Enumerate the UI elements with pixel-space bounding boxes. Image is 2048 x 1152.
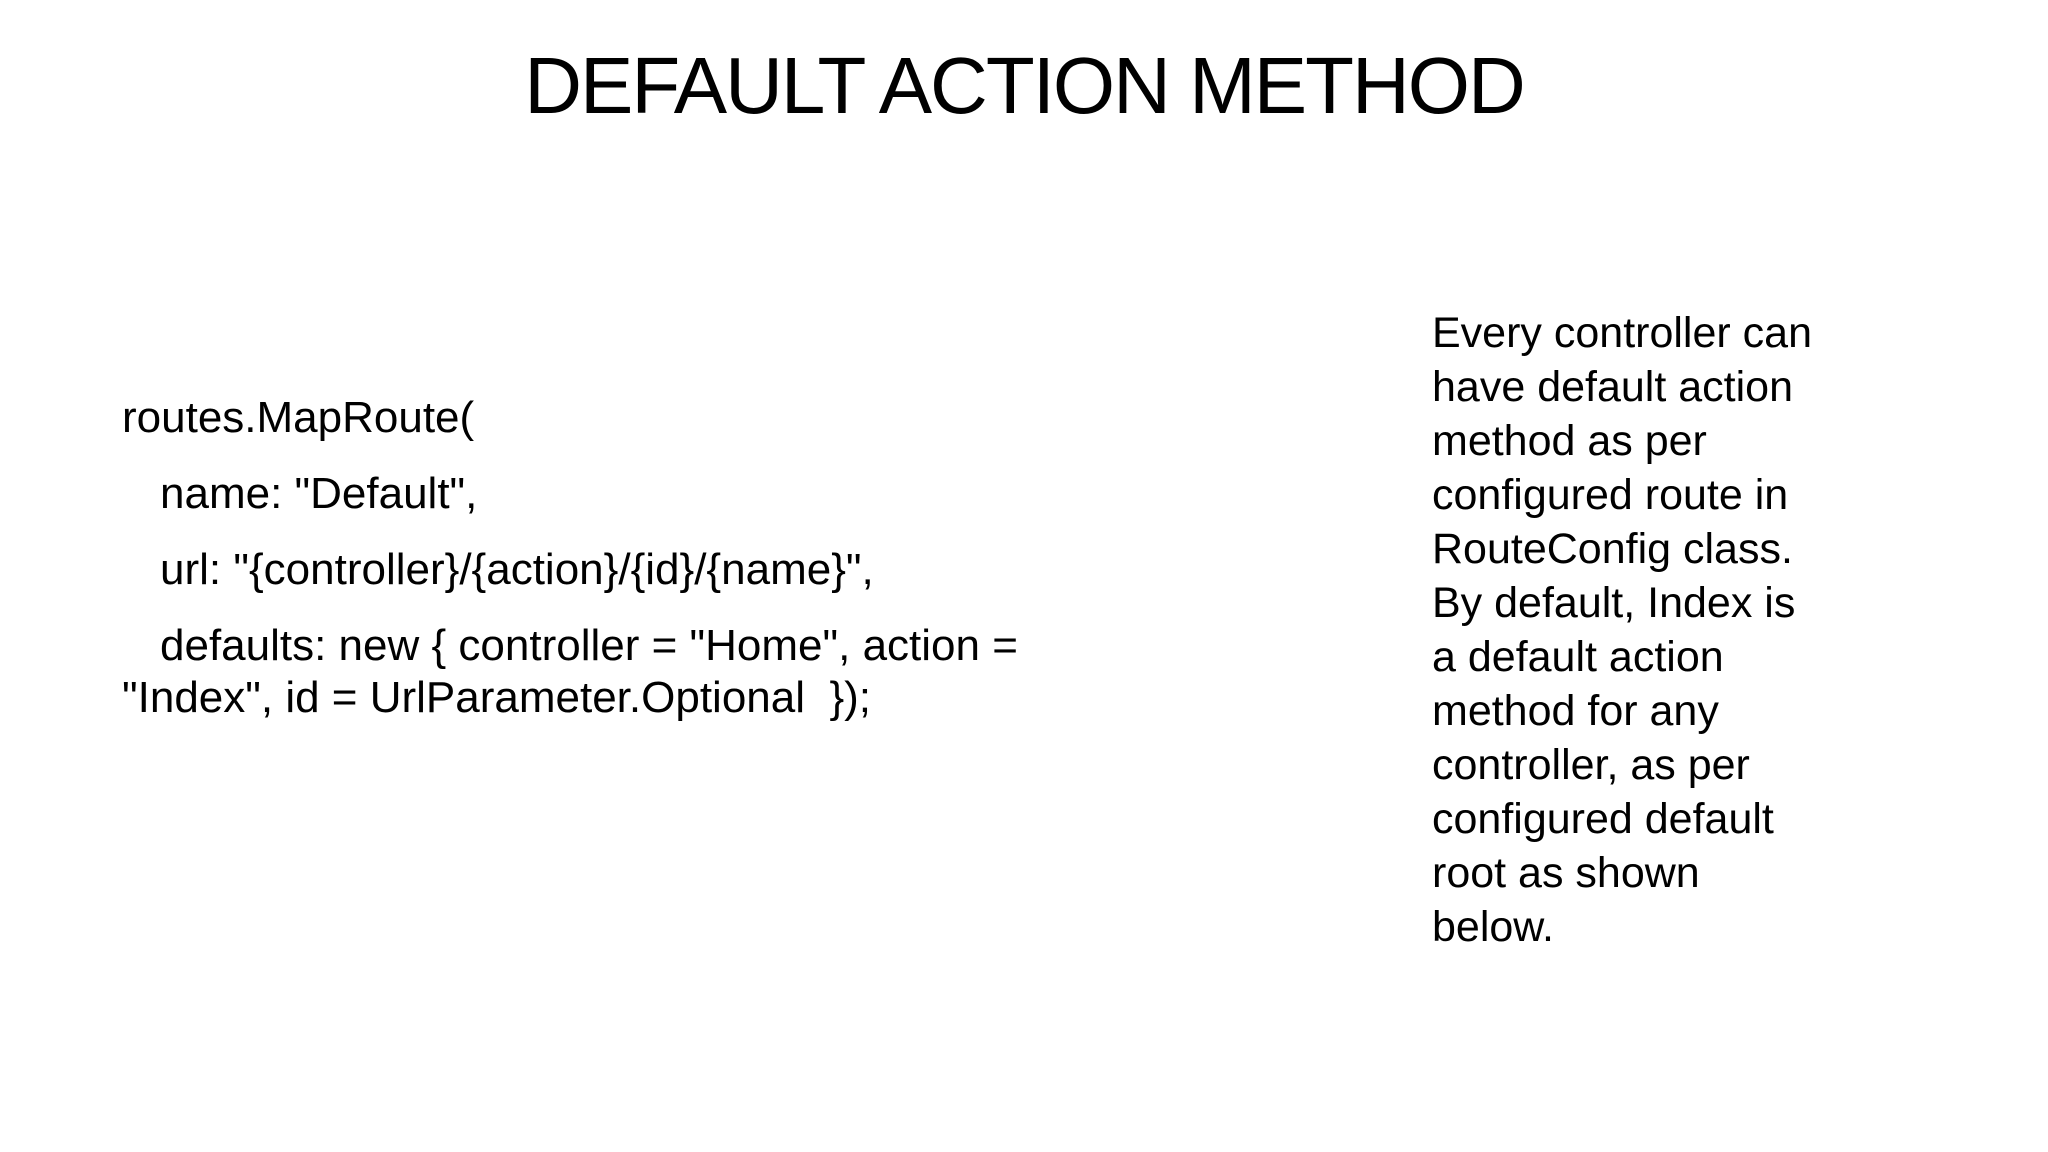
slide-title: DEFAULT ACTION METHOD [524,41,1526,130]
note-line: controller, as per [1432,741,1750,789]
note-line: configured route in [1432,471,1789,519]
note-line: By default, Index is [1432,579,1796,627]
note-line: method for any [1432,687,1719,735]
note-line: Every controller can [1432,309,1812,357]
note-line: below. [1432,903,1554,951]
note-line: root as shown [1432,849,1700,897]
note-line: method as per [1432,417,1707,465]
note-line: configured default [1432,795,1774,843]
side-note: Every controller can have default action m… [1432,306,1932,954]
note-line: have default action [1432,363,1793,411]
code-line: defaults: new { controller = "Home", act… [160,621,1018,670]
code-line: name: "Default", [160,469,478,518]
code-block: routes.MapRoute( name: "Default", url: "{c… [122,392,1322,724]
code-line: url: "{controller}/{action}/{id}/{name}"… [160,545,874,594]
note-line: RouteConfig class. [1432,525,1793,573]
note-line: a default action [1432,633,1724,681]
code-line: routes.MapRoute( [122,393,475,442]
code-line: "Index", id = UrlParameter.Optional }); [122,673,872,722]
